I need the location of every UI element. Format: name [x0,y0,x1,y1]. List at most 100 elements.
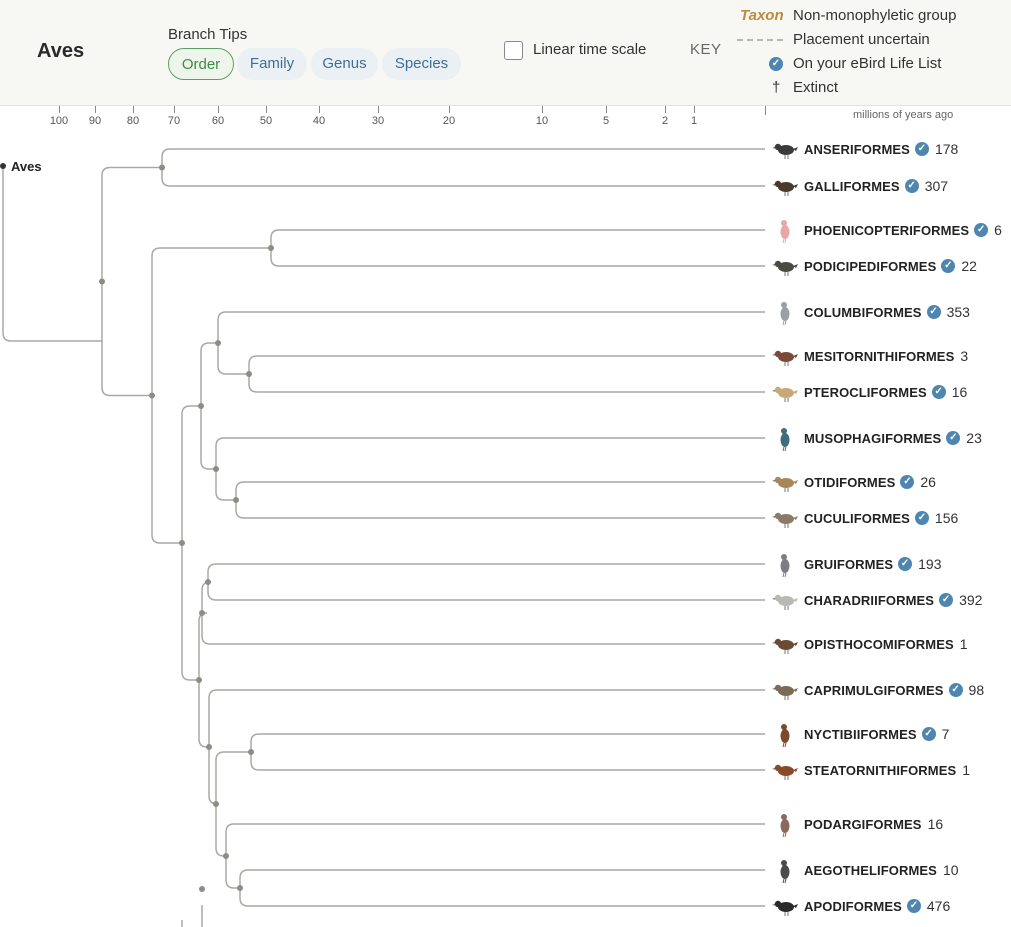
life-list-check-icon: ✓ [946,431,961,445]
order-name[interactable]: OTIDIFORMES [804,474,896,490]
species-count: 1 [962,762,971,778]
axis-tick-label: 10 [535,115,549,127]
order-name[interactable]: PODICIPEDIFORMES [804,258,937,274]
order-name[interactable]: PODARGIFORMES [804,816,922,832]
life-list-check-icon: ✓ [941,259,956,273]
tip-order-button[interactable]: Order [168,48,234,80]
tree-branch [101,166,162,282]
order-name[interactable]: APODIFORMES [804,898,902,914]
life-list-check-icon: ✓ [939,593,954,607]
species-count: 3 [960,348,969,364]
order-name[interactable]: ANSERIFORMES [804,141,910,157]
tip-family-button[interactable]: Family [237,48,307,80]
tree-branch [151,247,271,396]
root-node [0,163,6,169]
order-name[interactable]: PTEROCLIFORMES [804,384,927,400]
order-row[interactable]: APODIFORMES ✓ 476 [772,891,950,921]
order-name[interactable]: STEATORNITHIFORMES [804,762,957,778]
tree-branch [235,481,765,500]
tree-branch [250,733,765,752]
order-name[interactable]: CAPRIMULGIFORMES [804,682,944,698]
life-list-check-icon: ✓ [906,899,921,913]
order-name[interactable]: CHARADRIIFORMES [804,592,935,608]
order-row[interactable]: STEATORNITHIFORMES 1 [772,755,970,785]
tree-branch [225,856,240,889]
tree-branch [270,229,765,248]
order-name[interactable]: MESITORNITHIFORMES [804,348,955,364]
order-row[interactable]: OTIDIFORMES✓26 [772,467,936,497]
flamingo-icon [772,217,798,244]
order-name[interactable]: COLUMBIFORMES [804,304,922,320]
order-name[interactable]: PHOENICOPTERIFORMES [804,222,970,238]
axis-tick [319,106,320,113]
branch-tips-label: Branch Tips [168,26,248,43]
axis-tick [542,106,543,113]
key-non-monophyletic: Non-monophyletic group [793,7,957,24]
tree-branch [101,281,152,397]
order-row[interactable]: PHOENICOPTERIFORMES✓6 [772,215,1002,245]
key-dashed-line [737,39,783,41]
order-row[interactable]: MESITORNITHIFORMES 3 [772,341,968,371]
order-row[interactable]: GRUIFORMES✓193 [772,549,941,579]
species-count: 193 [918,556,942,572]
tree-node [213,466,219,472]
species-count: 476 [926,898,951,914]
bustard-icon [772,469,798,495]
potoo-icon [772,721,798,748]
dagger-icon: † [772,79,781,96]
order-name[interactable]: AEGOTHELIFORMES [804,862,937,878]
tree-branch [181,405,201,543]
axis-tick-label: 100 [49,115,69,127]
axis-tick-label: 40 [312,115,326,127]
shorebird-icon [772,587,798,613]
tree-node [99,278,105,285]
order-name[interactable]: GRUIFORMES [804,556,894,572]
tree-branch [181,543,199,681]
order-row[interactable]: CHARADRIIFORMES✓392 [772,585,982,615]
life-list-check-icon: ✓ [904,179,919,193]
species-count: 353 [946,304,970,320]
axis-present-tick [765,106,766,115]
order-row[interactable]: CAPRIMULGIFORMES✓98 [772,675,984,705]
axis-tick-label: 1 [690,115,698,127]
crane-icon [772,551,798,578]
order-name[interactable]: NYCTIBIIFORMES [804,726,917,742]
tip-genus-button[interactable]: Genus [311,48,378,80]
order-name[interactable]: MUSOPHAGIFORMES [804,430,942,446]
tree-node [248,749,254,755]
page-title: Aves [37,40,85,62]
tip-species-button[interactable]: Species [382,48,461,80]
order-row[interactable]: GALLIFORMES✓307 [772,171,948,201]
tree-branch [208,689,765,747]
order-name[interactable]: CUCULIFORMES [804,510,910,526]
order-name[interactable]: GALLIFORMES [804,178,900,194]
tree-node [246,371,252,377]
tree-branch [239,888,765,907]
order-row[interactable]: ANSERIFORMES✓178 [772,134,958,164]
order-row[interactable]: PODICIPEDIFORMES ✓ 22 [772,251,977,281]
tree-branch [215,437,765,469]
tree-branch [198,612,208,680]
linear-time-label[interactable]: Linear time scale [533,41,647,58]
order-row[interactable]: NYCTIBIIFORMES✓7 [772,719,949,749]
order-row[interactable]: COLUMBIFORMES✓353 [772,297,970,327]
grebe-icon [772,253,798,279]
tree-branch [248,374,765,393]
order-name[interactable]: OPISTHOCOMIFORMES [804,636,954,652]
order-row[interactable]: MUSOPHAGIFORMES✓23 [772,423,982,453]
order-row[interactable]: PTEROCLIFORMES✓16 [772,377,967,407]
life-list-check-icon: ✓ [921,727,936,741]
axis-tick [95,106,96,113]
tree-node [199,610,205,616]
life-list-check-icon: ✓ [931,385,946,399]
linear-time-checkbox[interactable] [504,41,523,60]
order-row[interactable]: CUCULIFORMES✓156 [772,503,958,533]
axis-tick [694,106,695,113]
tree-branch [235,500,765,519]
axis-tick-label: 90 [88,115,102,127]
species-count: 22 [961,258,977,274]
